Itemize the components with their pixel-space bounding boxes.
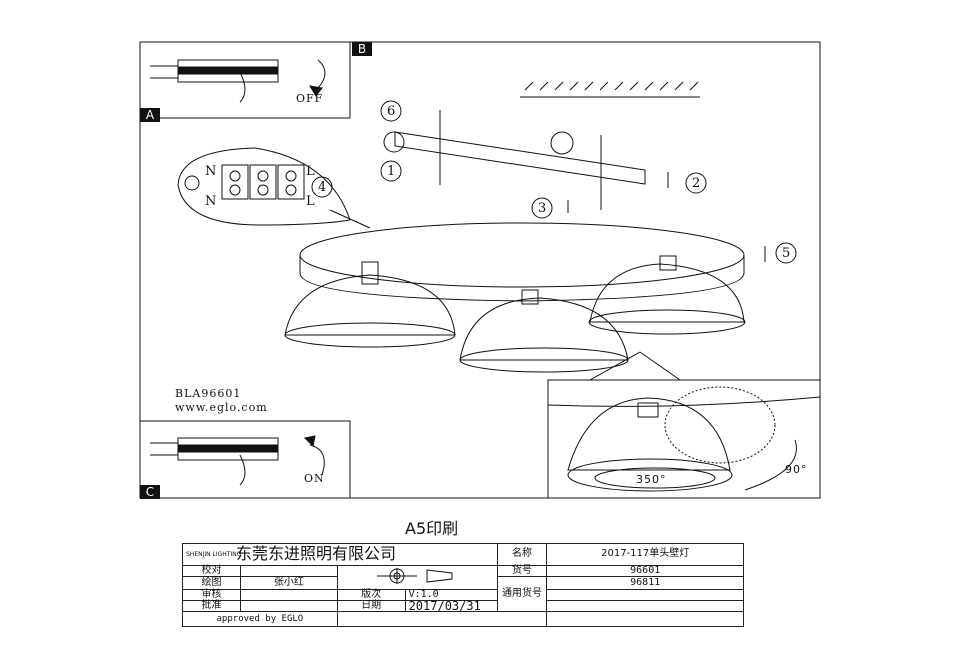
breaker-off-icon: [150, 59, 326, 103]
company-logo: SHENJIN LIGHTING: [186, 550, 242, 558]
on-label: ON: [304, 472, 325, 485]
terminal-l-bottom: L: [306, 194, 316, 209]
drawer-name: 张小红: [239, 575, 338, 590]
date-value: 2017/03/31: [404, 599, 498, 612]
panel-b-label: B: [352, 42, 372, 56]
breaker-on-icon: [150, 435, 325, 486]
ceiling-bracket: [380, 81, 797, 264]
draw-label: 绘图: [182, 575, 241, 590]
date-label: 日期: [336, 599, 406, 612]
projection-symbol-icon: [336, 564, 498, 590]
panel-switch-off: [139, 41, 351, 119]
model-value: 96601: [546, 564, 744, 577]
print-size-label: A5印刷: [405, 519, 459, 538]
terminal-l-top: L: [306, 164, 316, 179]
step-5: 5: [782, 246, 792, 261]
step-4: 4: [318, 180, 328, 195]
terminal-block-detail: [177, 147, 371, 229]
title-block: SHENJIN LIGHTING东莞东进照明有限公司 名称 2017-117单头…: [182, 543, 744, 627]
step-2: 2: [692, 176, 702, 191]
tilt-label: 90°: [785, 463, 808, 476]
panel-a-label: A: [140, 108, 160, 122]
name-label: 名称: [496, 543, 548, 566]
approve-label: 批准: [182, 599, 241, 612]
lamp-body: [284, 222, 746, 373]
approved-by: approved by EGLO: [182, 610, 338, 627]
main-frame: [139, 41, 821, 499]
rotation-label: 350°: [636, 473, 667, 486]
step-3: 3: [538, 201, 548, 216]
ground-icon: [184, 175, 200, 191]
review-label: 审核: [182, 588, 241, 601]
step-6: 6: [387, 104, 397, 119]
applicable-label: 通用货号: [496, 575, 548, 612]
model-label: 货号: [496, 564, 548, 577]
terminal-n-top: N: [205, 164, 218, 179]
model-number: BLA96601: [175, 387, 242, 400]
name-value: 2017-117单头壁灯: [546, 543, 744, 566]
panel-switch-on: [139, 420, 351, 499]
step-1: 1: [387, 164, 397, 179]
applicable-value: 96811: [546, 575, 744, 590]
panel-c-label: C: [140, 485, 160, 499]
terminal-n-bottom: N: [205, 194, 218, 209]
off-label: OFF: [296, 92, 324, 105]
company-name: 东莞东进照明有限公司: [236, 544, 397, 563]
check-label: 校对: [182, 564, 241, 577]
website: www.eglo.com: [175, 401, 268, 414]
rotation-detail: [547, 351, 821, 498]
version-label: 版次: [336, 588, 406, 601]
